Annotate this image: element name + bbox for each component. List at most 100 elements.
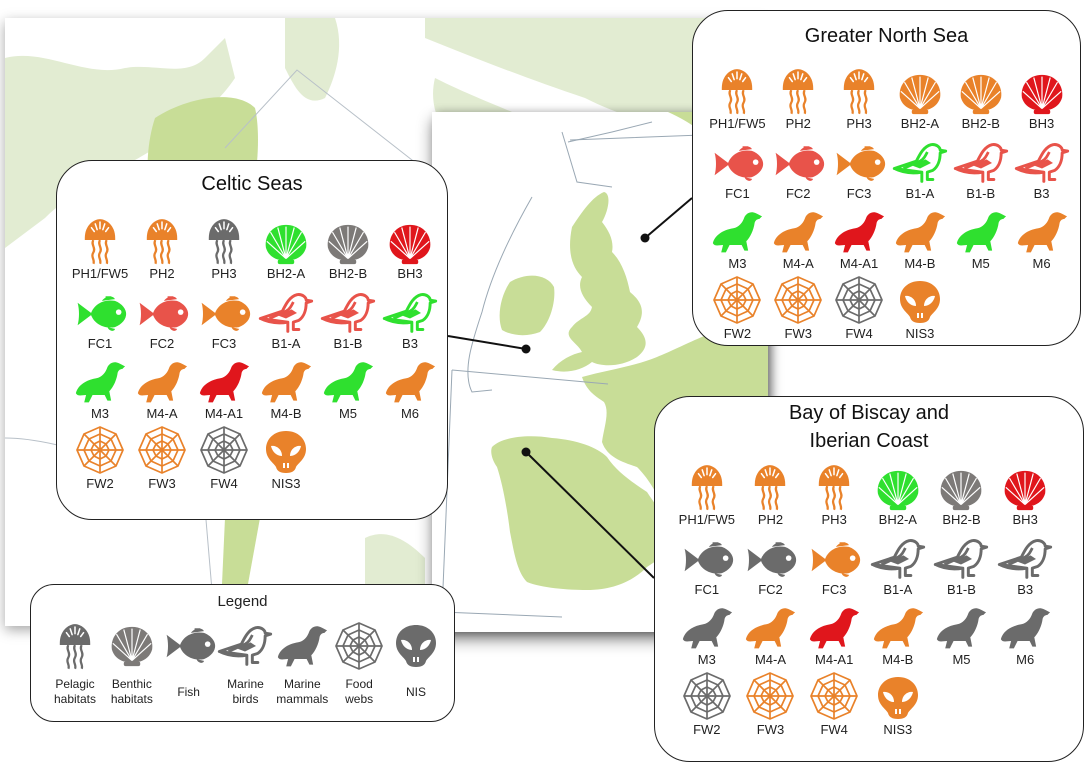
- indicator-label: B1-A: [905, 186, 935, 201]
- indicator-fc3: FC3: [193, 285, 255, 351]
- indicator-bh2-a: BH2-A: [866, 461, 930, 527]
- panel-title-line2: Iberian Coast: [809, 430, 929, 452]
- indicator-label: B3: [1017, 582, 1034, 597]
- seal-icon: [711, 209, 763, 255]
- indicator-fc2: FC2: [768, 135, 829, 201]
- seal-icon: [872, 605, 924, 651]
- indicator-label: NIS3: [271, 476, 301, 491]
- indicator-label: B1-A: [271, 336, 301, 351]
- indicator-label: M6: [1032, 256, 1051, 271]
- fish-icon: [709, 143, 765, 185]
- panel-title-line1: Bay of Biscay and: [788, 402, 950, 424]
- indicator-bh3: BH3: [1011, 65, 1072, 131]
- indicator-m6: M6: [1011, 205, 1072, 271]
- seal-icon: [198, 359, 250, 405]
- alien-icon: [898, 279, 942, 325]
- indicator-fc3: FC3: [829, 135, 890, 201]
- jellyfish-icon: [840, 67, 878, 115]
- shell-icon: [109, 625, 155, 667]
- indicator-label: M3: [697, 652, 716, 667]
- web-icon: [682, 671, 732, 721]
- legend-title: Legend: [217, 593, 268, 610]
- indicator-label: FC2: [758, 582, 783, 597]
- indicator-label: M3: [90, 406, 110, 421]
- indicator-b3: B3: [1011, 135, 1072, 201]
- indicator-ph1-fw5: PH1/FW5: [69, 215, 131, 281]
- bird-icon: [320, 291, 376, 335]
- jellyfish-icon: [718, 67, 756, 115]
- fish-icon: [161, 625, 217, 667]
- seal-icon: [894, 209, 946, 255]
- indicator-m4-a1: M4-A1: [193, 355, 255, 421]
- indicator-label: BH2-A: [878, 512, 917, 527]
- indicator-fw2: FW2: [707, 275, 768, 341]
- indicator-b1-b: B1-B: [930, 531, 994, 597]
- legend-label: Fish: [177, 685, 200, 699]
- jellyfish-icon: [205, 217, 243, 265]
- indicator-label: FC3: [846, 186, 872, 201]
- indicator-label: B1-A: [883, 582, 913, 597]
- indicator-m4-b: M4-B: [255, 355, 317, 421]
- indicator-label: M3: [728, 256, 747, 271]
- indicator-m4-b: M4-B: [866, 601, 930, 667]
- indicator-m5: M5: [950, 205, 1011, 271]
- indicator-bh3: BH3: [379, 215, 441, 281]
- indicator-label: M5: [952, 652, 971, 667]
- jellyfish-icon: [815, 463, 853, 511]
- indicator-label: PH2: [785, 116, 811, 131]
- indicator-bh2-b: BH2-B: [930, 461, 994, 527]
- shell-icon: [325, 223, 371, 265]
- shell-icon: [875, 469, 921, 511]
- indicator-label: PH3: [846, 116, 872, 131]
- indicator-fw3: FW3: [768, 275, 829, 341]
- indicator-b1-b: B1-B: [950, 135, 1011, 201]
- indicator-fc1: FC1: [675, 531, 739, 597]
- fish-icon: [806, 539, 862, 581]
- indicator-label: M4-A1: [839, 256, 879, 271]
- indicator-label: FC3: [211, 336, 237, 351]
- legend-item-alien: NIS: [388, 621, 444, 707]
- seal-icon: [322, 359, 374, 405]
- jellyfish-icon: [56, 622, 94, 670]
- indicator-label: FW3: [784, 326, 812, 341]
- shell-icon: [1002, 469, 1048, 511]
- seal-icon: [955, 209, 1007, 255]
- indicator-label: BH2-B: [961, 116, 1000, 131]
- shell-icon: [387, 223, 433, 265]
- indicator-label: PH3: [821, 512, 847, 527]
- seal-icon: [1016, 209, 1068, 255]
- indicator-label: M4-B: [904, 256, 936, 271]
- indicator-label: PH3: [211, 266, 237, 281]
- indicator-label: FW2: [86, 476, 114, 491]
- indicator-fc2: FC2: [739, 531, 803, 597]
- indicator-fw4: FW4: [829, 275, 890, 341]
- indicator-m3: M3: [675, 601, 739, 667]
- indicator-nis3: NIS3: [255, 425, 317, 491]
- indicator-label: NIS3: [905, 326, 935, 341]
- indicator-bh2-a: BH2-A: [255, 215, 317, 281]
- indicator-label: NIS3: [883, 722, 913, 737]
- indicator-fw2: FW2: [675, 671, 739, 737]
- indicator-m4-a1: M4-A1: [802, 601, 866, 667]
- indicator-label: FW4: [820, 722, 848, 737]
- seal-icon: [260, 359, 312, 405]
- web-icon: [199, 425, 249, 475]
- indicator-m5: M5: [317, 355, 379, 421]
- indicator-label: PH2: [149, 266, 175, 281]
- indicator-label: FW4: [845, 326, 873, 341]
- indicator-m5: M5: [930, 601, 994, 667]
- indicator-b1-a: B1-A: [866, 531, 930, 597]
- bird-icon: [217, 624, 273, 668]
- indicator-label: B1-B: [333, 336, 363, 351]
- seal-icon: [772, 209, 824, 255]
- indicator-fc1: FC1: [707, 135, 768, 201]
